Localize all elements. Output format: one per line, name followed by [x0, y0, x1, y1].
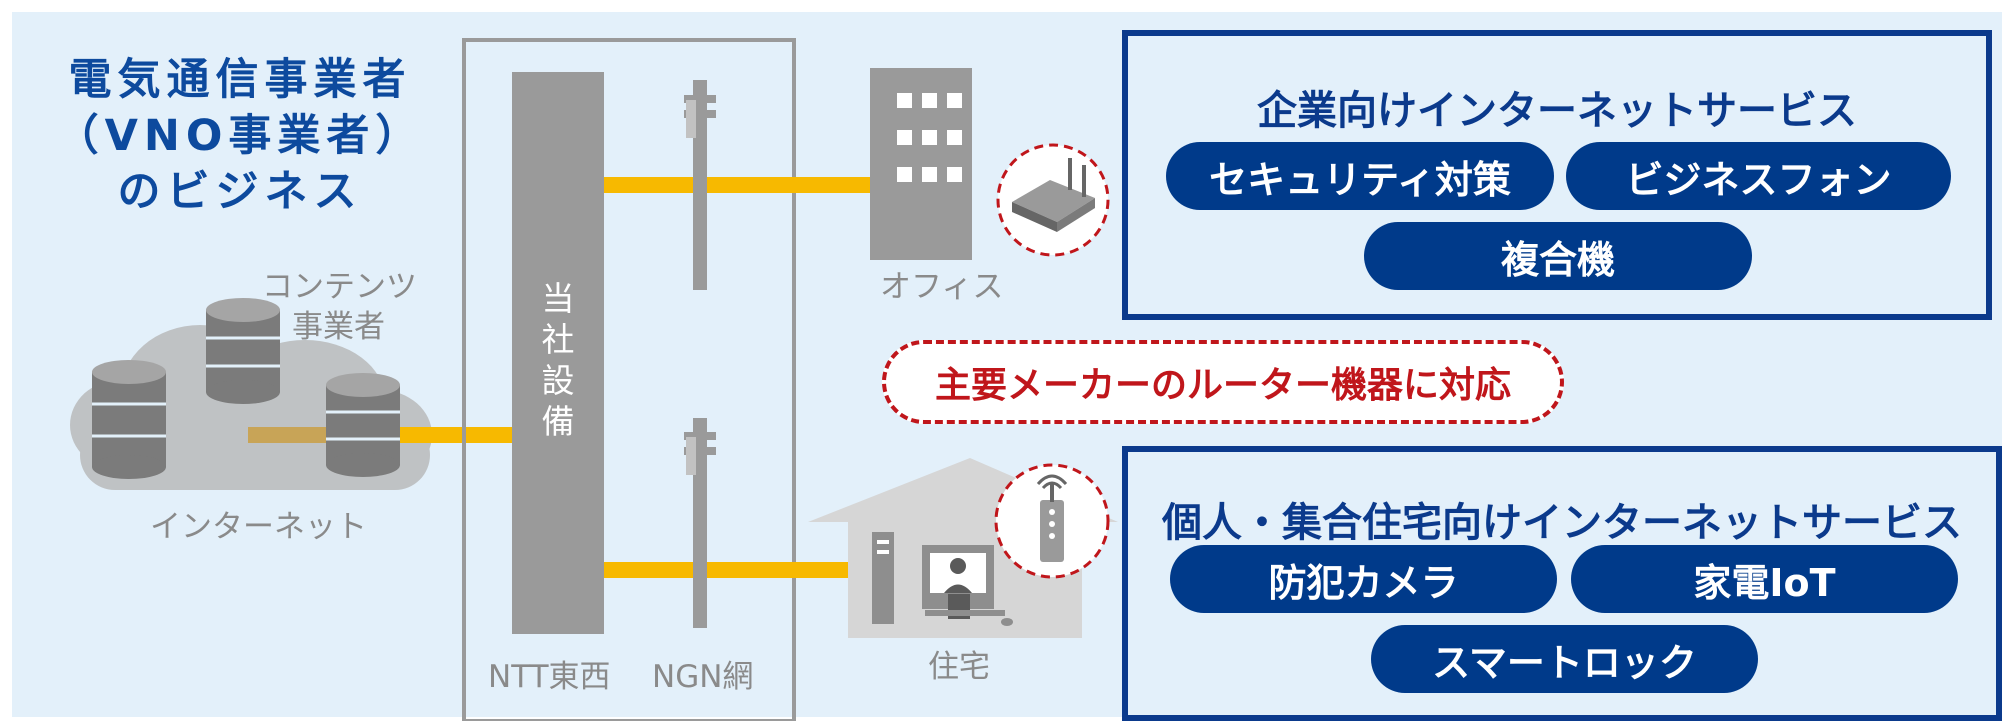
office-cable: [604, 177, 870, 193]
router-icon: [996, 143, 1110, 257]
house-icon: [808, 458, 1118, 638]
page-title: 電気通信事業者 （VNO事業者） のビジネス: [40, 52, 440, 220]
service-multifunction-printer: 複合機: [1364, 222, 1752, 290]
office-label: オフィス: [880, 269, 1004, 305]
service-business-phone: ビジネスフォン: [1566, 142, 1951, 210]
title-line: （VNO事業者）: [55, 111, 425, 161]
home-cable: [604, 562, 864, 578]
service-appliance-iot: 家電IoT: [1571, 545, 1958, 613]
title-line: 電気通信事業者: [68, 55, 412, 105]
office-building-icon: [870, 68, 972, 260]
ntt-ngn-frame: [462, 38, 796, 721]
service-smart-lock: スマートロック: [1371, 625, 1758, 693]
facility-char: 社: [541, 320, 575, 359]
utility-pole-icon: [684, 80, 716, 290]
database-icon: [326, 373, 400, 477]
database-icon: [206, 298, 280, 404]
wifi-router-icon: [994, 463, 1110, 579]
internet-cable-segment: [395, 427, 518, 443]
router-support-note: 主要メーカーのルーター機器に対応: [882, 340, 1564, 424]
enterprise-services-title: 企業向けインターネットサービス: [1257, 88, 1857, 134]
ntt-label: NTT東西: [488, 659, 611, 695]
facility-char: 当: [541, 279, 575, 318]
title-line: のビジネス: [117, 167, 363, 217]
utility-pole-icon: [684, 418, 716, 628]
contents-label: コンテンツ: [262, 269, 417, 305]
home-label: 住宅: [928, 649, 990, 685]
facility-char: 設: [541, 361, 575, 400]
facility-char: 備: [541, 402, 575, 441]
facility-label: 当 社 設 備: [512, 278, 604, 442]
contents-label-line2: 事業者: [292, 309, 385, 345]
facility-bar: [512, 72, 604, 634]
enterprise-services-box: 企業向けインターネットサービス セキュリティ対策 ビジネスフォン 複合機: [1122, 30, 1992, 320]
residential-services-title: 個人・集合住宅向けインターネットサービス: [1162, 500, 1962, 546]
service-security: セキュリティ対策: [1166, 142, 1554, 210]
ngn-label: NGN網: [652, 659, 754, 695]
service-security-camera: 防犯カメラ: [1170, 545, 1557, 613]
residential-services-box: 個人・集合住宅向けインターネットサービス 防犯カメラ 家電IoT スマートロック: [1122, 446, 2002, 721]
database-icon: [92, 360, 166, 479]
internet-label: インターネット: [150, 509, 367, 545]
